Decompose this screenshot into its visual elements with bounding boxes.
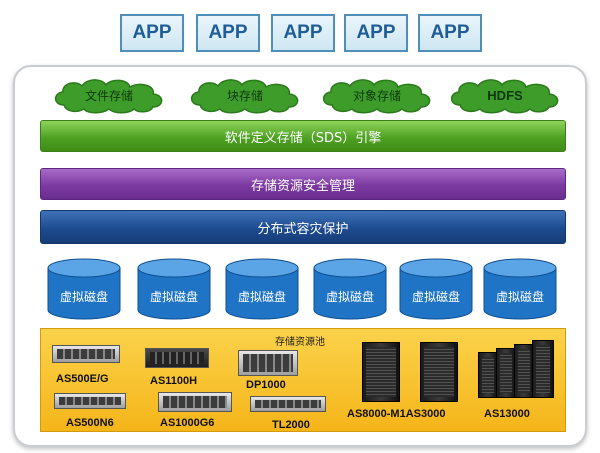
disk-label: 虚拟磁盘 [411, 289, 460, 304]
security-management-bar: 存储资源安全管理 [40, 168, 566, 200]
app-box: APP [196, 14, 260, 52]
service-cloud-object: 对象存储 [318, 75, 436, 115]
device-label: AS500N6 [66, 417, 114, 429]
disk-cylinder-icon [137, 258, 211, 320]
disk-label: 虚拟磁盘 [59, 289, 108, 304]
rack-as13000-icon [496, 348, 516, 398]
virtual-disk: 虚拟磁盘 [224, 258, 300, 320]
rack-as13000-icon [532, 340, 554, 398]
server-as1100h-icon [145, 348, 209, 368]
app-row: APP APP APP APP APP [0, 14, 600, 54]
disk-label: 虚拟磁盘 [495, 289, 544, 304]
disk-cylinder-icon [47, 258, 121, 320]
cloud-icon [322, 79, 431, 114]
cloud-label: HDFS [487, 87, 523, 103]
rack-as3000-icon [420, 342, 458, 402]
disk-cylinder-icon [483, 258, 557, 320]
device-label: AS1000G6 [160, 417, 215, 429]
cloud-icon [54, 79, 163, 114]
disk-cylinder-icon [399, 258, 473, 320]
device-label: AS8000-M1AS3000 [347, 408, 446, 420]
cloud-label: 对象存储 [352, 88, 401, 103]
virtual-disk: 虚拟磁盘 [46, 258, 122, 320]
cloud-label: 块存储 [226, 88, 263, 103]
pool-title: 存储资源池 [275, 337, 325, 348]
app-box: APP [271, 14, 335, 52]
virtual-disk: 虚拟磁盘 [398, 258, 474, 320]
rack-as13000-icon [514, 344, 534, 398]
app-box: APP [120, 14, 184, 52]
cloud-label: 文件存储 [84, 88, 133, 103]
app-box: APP [418, 14, 482, 52]
device-label: DP1000 [246, 379, 286, 391]
server-as500n6-icon [54, 393, 126, 409]
service-cloud-block: 块存储 [186, 75, 304, 115]
device-label: AS500E/G [56, 373, 109, 385]
server-dp1000-icon [238, 350, 298, 376]
server-as1000g6-icon [158, 392, 232, 412]
virtual-disk: 虚拟磁盘 [312, 258, 388, 320]
disk-label: 虚拟磁盘 [237, 289, 286, 304]
device-label: AS1100H [150, 375, 198, 387]
cloud-icon [190, 79, 299, 114]
rack-as8000-icon [362, 342, 400, 402]
server-as500eg-icon [52, 345, 120, 363]
disk-label: 虚拟磁盘 [149, 289, 198, 304]
disk-cylinder-icon [313, 258, 387, 320]
device-label: TL2000 [272, 419, 310, 431]
service-cloud-hdfs: HDFS [446, 75, 564, 115]
service-cloud-file: 文件存储 [50, 75, 168, 115]
rack-as13000-icon [478, 352, 498, 398]
disk-cylinder-icon [225, 258, 299, 320]
device-label: AS13000 [484, 408, 530, 420]
sds-engine-bar: 软件定义存储（SDS）引擎 [40, 120, 566, 152]
virtual-disk: 虚拟磁盘 [136, 258, 212, 320]
disk-label: 虚拟磁盘 [325, 289, 374, 304]
virtual-disk: 虚拟磁盘 [482, 258, 558, 320]
disaster-protection-bar: 分布式容灾保护 [40, 210, 566, 244]
tape-library-tl2000-icon [250, 396, 326, 412]
app-box: APP [344, 14, 408, 52]
cloud-icon [450, 79, 559, 114]
